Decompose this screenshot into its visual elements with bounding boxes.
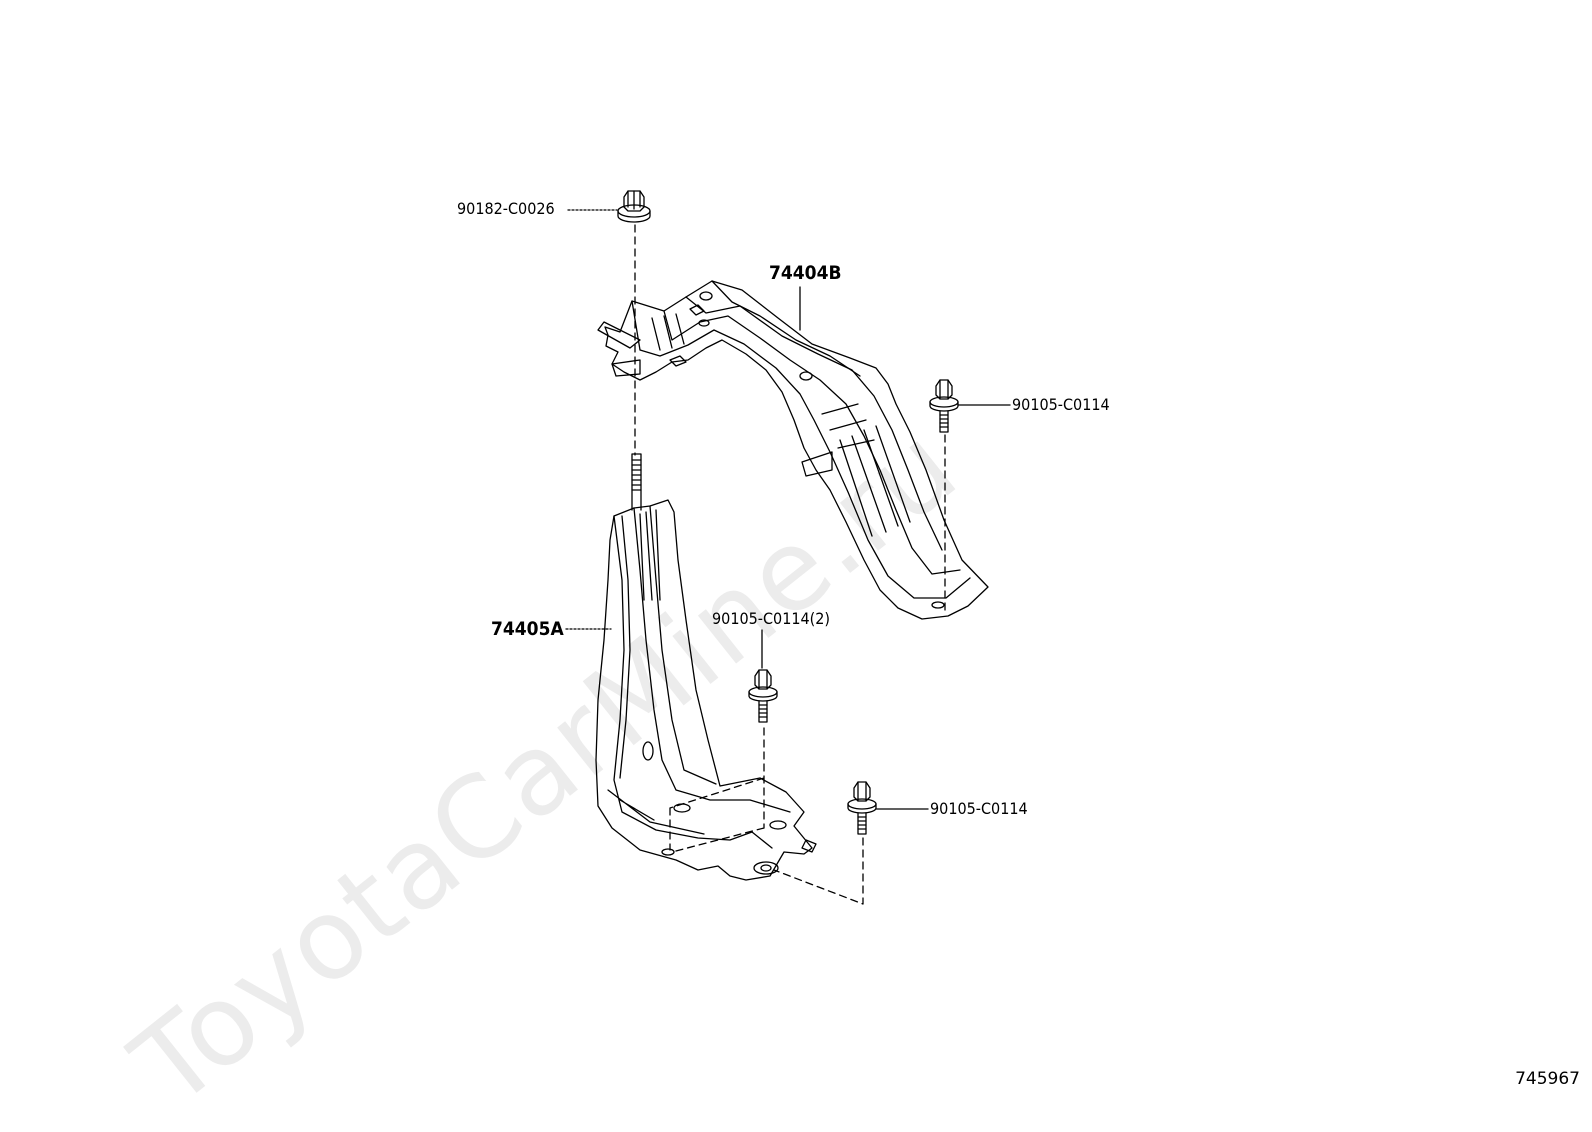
- lower-bracket: [595, 499, 817, 881]
- flange-nut-icon: [617, 190, 651, 223]
- stud-icon: [631, 453, 642, 511]
- figure-number: 745967: [1515, 1069, 1580, 1089]
- callout-bracket-lower: 74405A: [491, 618, 564, 640]
- parts-diagram: [565, 190, 1011, 905]
- flange-bolt-icon: [748, 669, 778, 723]
- callout-bolt-middle: 90105-C0114(2): [712, 609, 831, 628]
- alignment-line-bolt-middle: [669, 727, 765, 853]
- callout-bolt-right-lower: 90105-C0114: [930, 799, 1028, 818]
- flange-bolt-icon: [929, 379, 959, 433]
- alignment-line-bolt-lower: [773, 837, 864, 905]
- flange-bolt-icon: [847, 781, 877, 835]
- upper-bracket: [597, 280, 989, 620]
- callout-nut-top: 90182-C0026: [457, 199, 555, 218]
- callout-bolt-right-upper: 90105-C0114: [1012, 395, 1110, 414]
- callout-bracket-upper: 74404B: [769, 262, 842, 284]
